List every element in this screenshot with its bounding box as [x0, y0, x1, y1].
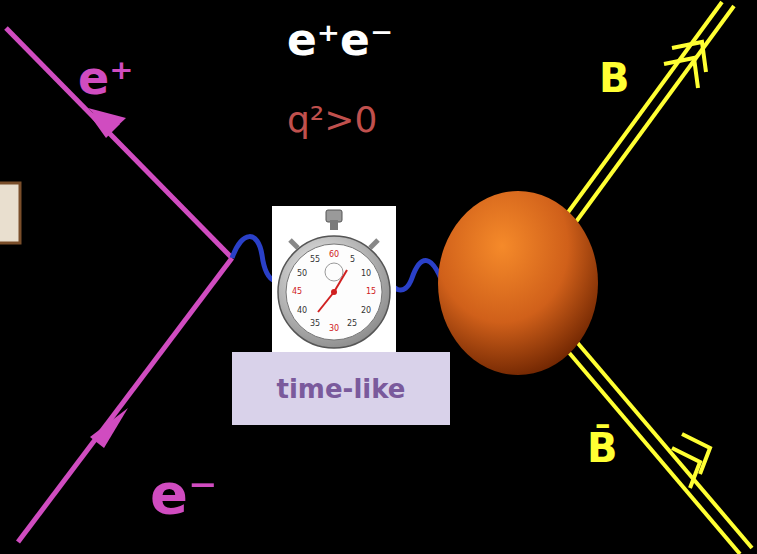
dial-number: 30	[329, 325, 339, 333]
process-label: e⁺e⁻	[287, 18, 393, 62]
anti-b-label: B̄	[587, 428, 618, 468]
edge-panel	[0, 183, 20, 243]
dial-number: 45	[292, 288, 302, 296]
b-arrowheads	[664, 42, 710, 488]
node-text: time-like	[277, 374, 406, 404]
momentum-label: q²>0	[287, 102, 377, 138]
dial-number: 35	[310, 320, 320, 328]
dial-number: 40	[297, 307, 307, 315]
positron-label: e⁺	[78, 55, 133, 101]
dial-number: 10	[361, 270, 371, 278]
dial-number: 55	[310, 256, 320, 264]
stopwatch	[278, 210, 390, 348]
electron-label: e⁻	[150, 466, 218, 522]
time-like-box: time-like	[232, 352, 450, 425]
fermion-lines	[6, 28, 232, 542]
dial-number: 25	[347, 320, 357, 328]
dial-number: 20	[361, 307, 371, 315]
dial-number: 15	[366, 288, 376, 296]
hadron-blob	[438, 191, 598, 375]
dial-number: 5	[350, 256, 355, 264]
stopwatch-panel	[272, 206, 396, 352]
arrowhead	[88, 108, 126, 131]
dial-number: 60	[329, 251, 339, 259]
dial-number: 50	[297, 270, 307, 278]
arrowhead	[90, 408, 128, 448]
b-meson-label: B	[599, 58, 630, 98]
